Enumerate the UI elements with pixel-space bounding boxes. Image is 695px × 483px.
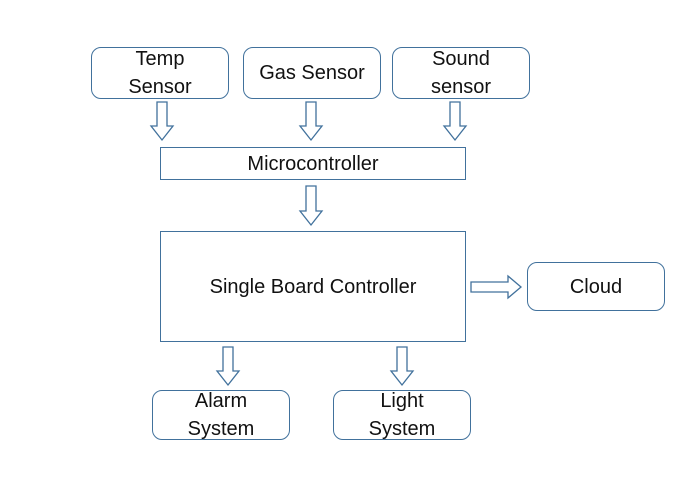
temp-sensor-label-line1: Temp (135, 48, 185, 70)
alarm-system-text: Alarm System (188, 387, 255, 443)
sound-sensor-label-line2: sensor (430, 76, 492, 98)
light-system-text: Light System (369, 387, 436, 443)
gas-sensor-label: Gas Sensor (259, 62, 365, 84)
arrow-gas-to-micro (298, 101, 324, 142)
temp-sensor-label-line2: Sensor (128, 76, 192, 98)
alarm-system-label-line2: System (187, 418, 255, 440)
cloud-label: Cloud (569, 275, 623, 298)
light-system-label-line2: System (368, 418, 436, 440)
alarm-system-label-line1: Alarm (194, 390, 248, 412)
single-board-controller-box: Single Board Controller (160, 231, 466, 342)
temp-sensor-box: Temp Sensor (91, 47, 229, 99)
arrow-micro-to-sbc (298, 185, 324, 227)
microcontroller-box: Microcontroller (160, 147, 466, 180)
single-board-controller-label: Single Board Controller (209, 275, 417, 298)
sound-sensor-text: Sound sensor (431, 45, 491, 101)
sound-sensor-label-line1: Sound (432, 48, 490, 70)
arrow-sbc-to-alarm (215, 346, 241, 387)
alarm-system-box: Alarm System (152, 390, 290, 440)
arrow-sbc-to-cloud (470, 274, 523, 300)
cloud-box: Cloud (527, 262, 665, 311)
sound-sensor-box: Sound sensor (392, 47, 530, 99)
arrow-temp-to-micro (149, 101, 175, 142)
gas-sensor-box: Gas Sensor (243, 47, 381, 99)
microcontroller-label: Microcontroller (247, 152, 379, 175)
arrow-sbc-to-light (389, 346, 415, 387)
light-system-box: Light System (333, 390, 471, 440)
light-system-label-line1: Light (380, 390, 424, 412)
arrow-sound-to-micro (442, 101, 468, 142)
temp-sensor-text: Temp Sensor (128, 45, 191, 101)
